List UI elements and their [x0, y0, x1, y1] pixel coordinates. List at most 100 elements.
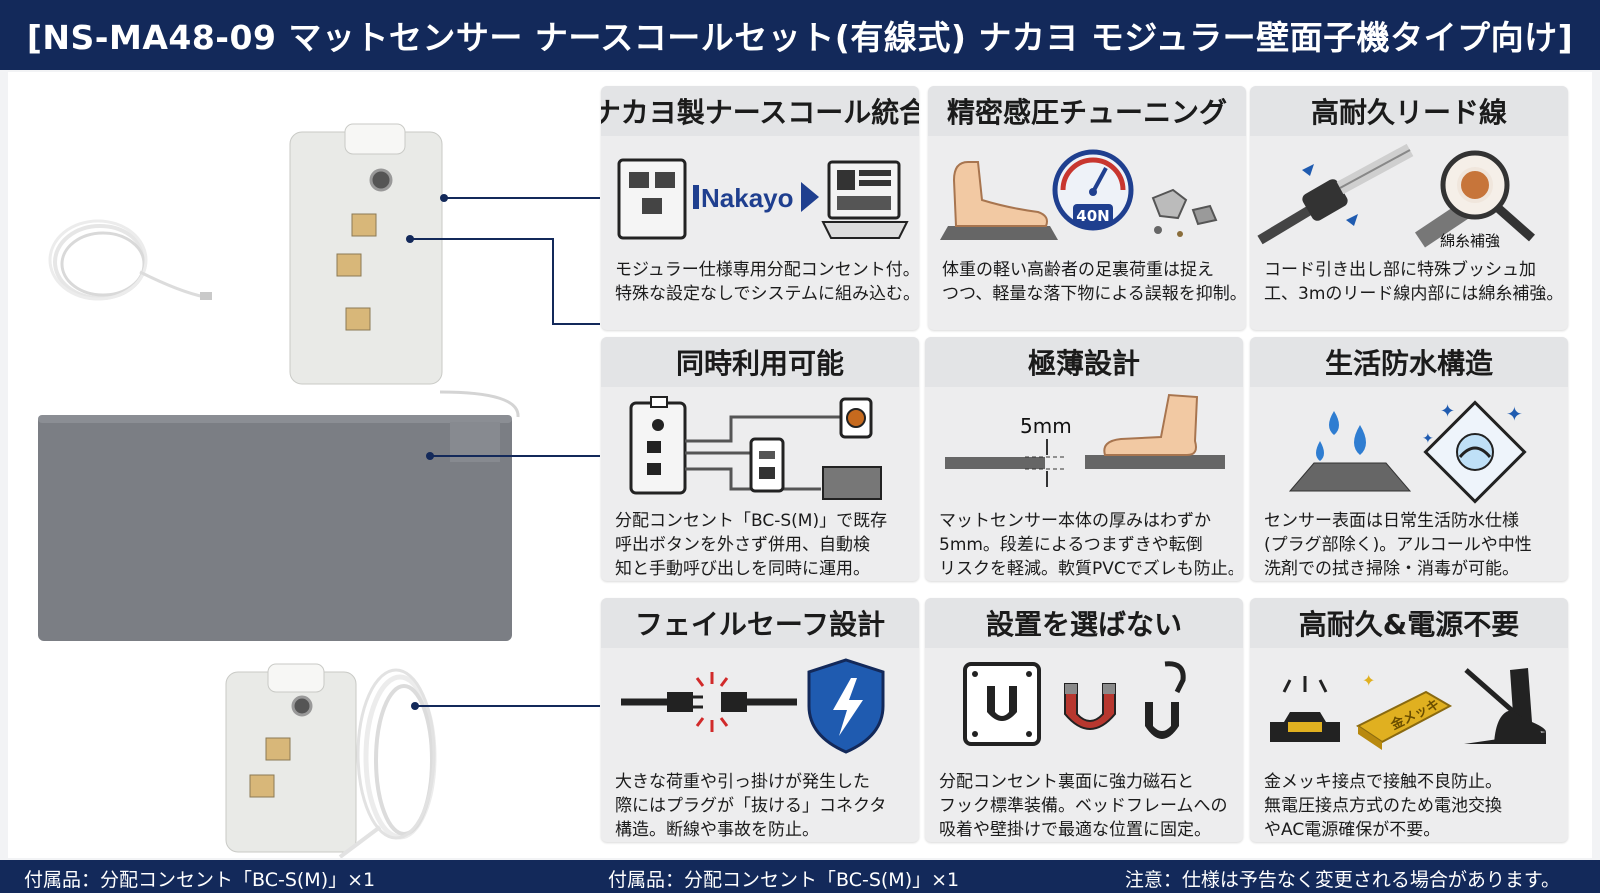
description-line: 構造。断線や事故を防止。 [615, 820, 819, 840]
mat-icon [822, 466, 882, 500]
card-title: ナカヨ製ナースコール統合 [601, 86, 919, 136]
magnifier-label: 綿糸補強 [1440, 232, 1500, 250]
description-line: 呼出ボタンを外さず併用、自動検 [615, 535, 870, 555]
distribution-outlet-photo-top [289, 123, 443, 385]
foot-press-icon [1464, 668, 1546, 744]
footer-bar: 付属品：分配コンセント「BC-S(M)」×1 付属品：分配コンセント「BC-S(… [0, 860, 1600, 893]
card-title: 極薄設計 [925, 337, 1243, 387]
svg-text:✦: ✦ [1506, 402, 1523, 426]
footer-accessory-left: 付属品：分配コンセント「BC-S(M)」×1 [24, 869, 376, 891]
computer-terminal-icon [821, 160, 909, 239]
call-button-icon [839, 397, 873, 439]
card-description: 体重の軽い高齢者の足裏荷重は捉え つつ、軽量な落下物による誤報を抑制。 [942, 258, 1236, 306]
feature-card-nakayo-integration: ナカヨ製ナースコール統合 Nakayo [601, 86, 919, 330]
pressure-illustration: 40N [928, 140, 1246, 254]
description-line: 工、3mのリード線内部には綿糸補強。 [1264, 284, 1558, 304]
card-title: 精密感圧チューニング [928, 86, 1246, 136]
coiled-cord-photo [338, 668, 437, 858]
handset-icon [749, 437, 785, 493]
card-title: 高耐久&電源不要 [1250, 598, 1568, 648]
installation-illustration [925, 652, 1243, 766]
feature-card-waterproof: 生活防水構造 ✦ ✦ ✦ センサー表面は日常生活防水仕様 [1250, 337, 1568, 581]
outlet-icon [617, 158, 687, 240]
footer-notice: 注意：仕様は予告なく変更される場合があります。 [1124, 869, 1560, 891]
nakayo-illustration: Nakayo [601, 140, 919, 254]
description-line: リスクを軽減。軟質PVCでズレも防止。 [939, 559, 1233, 579]
card-title: 設置を選ばない [925, 598, 1243, 648]
description-line: 知と手動呼び出しを同時に運用。 [615, 559, 870, 579]
gauge-label: 40N [1076, 207, 1109, 225]
card-title: 高耐久リード線 [1250, 86, 1568, 136]
description-line: 5mm。段差によるつまずきや転倒 [939, 535, 1203, 555]
description-line: コード引き出し部に特殊ブッシュ加 [1264, 260, 1536, 280]
description-line: フック標準装備。ベッドフレームへの [939, 796, 1228, 816]
card-title: フェイルセーフ設計 [601, 598, 919, 648]
page-title: [NS-MA48-09 マットセンサー ナースコールセット(有線式) ナカヨ モ… [26, 18, 1574, 57]
description-line: 体重の軽い高齢者の足裏荷重は捉え [942, 260, 1214, 280]
card-description: 分配コンセント裏面に強力磁石と フック標準装備。ベッドフレームへの 吸着や壁掛け… [939, 770, 1233, 842]
feature-card-simultaneous-use: 同時利用可能 [601, 337, 919, 581]
hook-icon [1145, 661, 1186, 739]
contact-icon [1270, 676, 1340, 742]
foot-on-mat-icon [940, 161, 1058, 240]
cable-bushing-icon [1257, 143, 1414, 245]
footer-accessory-center: 付属品：分配コンセント「BC-S(M)」×1 [608, 869, 960, 891]
card-description: 大きな荷重や引っ掛けが発生した 際にはプラグが「抜ける」コネクタ 構造。断線や事… [615, 770, 909, 842]
outlet-box-icon [629, 396, 687, 495]
arrow-right-icon [801, 182, 819, 212]
description-line: 無電圧接点方式のため電池交換 [1264, 796, 1502, 816]
description-line: センサー表面は日常生活防水仕様 [1264, 511, 1519, 531]
description-line: 分配コンセント裏面に強力磁石と [939, 772, 1194, 792]
lead-wire-illustration: 綿糸補強 [1250, 140, 1568, 254]
mat-sensor-photo [38, 415, 512, 641]
unplugging-connector-icon [621, 672, 797, 732]
description-line: 大きな荷重や引っ掛けが発生した [615, 772, 870, 792]
card-description: モジュラー仕様専用分配コンセント付。 特殊な設定なしでシステムに組み込む。 [615, 258, 909, 306]
card-description: コード引き出し部に特殊ブッシュ加 工、3mのリード線内部には綿糸補強。 [1264, 258, 1558, 306]
svg-text:✦: ✦ [1422, 431, 1434, 447]
card-title: 生活防水構造 [1250, 337, 1568, 387]
feature-card-durable-no-power: 高耐久&電源不要 金メッキ ✦ [1250, 598, 1568, 842]
feature-card-lead-wire: 高耐久リード線 綿糸補強 [1250, 86, 1568, 330]
card-title: 同時利用可能 [601, 337, 919, 387]
shield-icon [807, 658, 885, 754]
feature-card-pressure-tuning: 精密感圧チューニング 40N [928, 86, 1246, 330]
description-line: 分配コンセント「BC-S(M)」で既存 [615, 511, 888, 531]
gauge-icon: 40N [1052, 149, 1134, 231]
description-line: 際にはプラグが「抜ける」コネクタ [615, 796, 887, 816]
description-line: (プラグ部除く)。アルコールや中性 [1264, 535, 1532, 555]
waterproof-illustration: ✦ ✦ ✦ [1250, 391, 1568, 505]
feature-card-flexible-installation: 設置を選ばない 分配コン [925, 598, 1243, 842]
mat-surface-icon [1288, 462, 1412, 492]
coiled-cable-photo [48, 219, 212, 301]
description-line: マットセンサー本体の厚みはわずか [939, 511, 1211, 531]
fail-safe-illustration [601, 652, 919, 766]
card-description: マットセンサー本体の厚みはわずか 5mm。段差によるつまずきや転倒 リスクを軽減… [939, 509, 1233, 581]
magnet-plate-icon [963, 662, 1041, 746]
water-drop-icon [1316, 411, 1366, 461]
distribution-outlet-photo-bottom [225, 663, 357, 853]
svg-text:✦: ✦ [1440, 401, 1455, 422]
description-line: つつ、軽量な落下物による誤報を抑制。 [942, 284, 1236, 304]
description-line: 金メッキ接点で接触不良防止。 [1264, 772, 1502, 792]
foot-on-mat-icon [1085, 393, 1225, 469]
description-line: モジュラー仕様専用分配コンセント付。 [615, 260, 909, 280]
thickness-label: 5mm [1020, 414, 1072, 438]
card-description: 金メッキ接点で接触不良防止。 無電圧接点方式のため電池交換 やAC電源確保が不要… [1264, 770, 1558, 842]
magnifier-icon [1415, 150, 1535, 248]
thin-design-illustration: 5mm [925, 391, 1243, 505]
callout-lines [410, 197, 600, 707]
card-description: 分配コンセント「BC-S(M)」で既存 呼出ボタンを外さず併用、自動検 知と手動… [615, 509, 909, 581]
description-line: 洗剤での拭き掃除・消毒が可能。 [1264, 559, 1519, 579]
svg-text:✦: ✦ [1362, 671, 1375, 690]
nakayo-logo: Nakayo [701, 183, 794, 213]
card-description: センサー表面は日常生活防水仕様 (プラグ部除く)。アルコールや中性 洗剤での拭き… [1264, 509, 1558, 581]
simultaneous-use-illustration [601, 391, 919, 505]
mat-cross-section [945, 457, 1045, 469]
description-line: 特殊な設定なしでシステムに組み込む。 [615, 284, 909, 304]
description-line: やAC電源確保が不要。 [1264, 820, 1441, 840]
page-title-banner: [NS-MA48-09 マットセンサー ナースコールセット(有線式) ナカヨ モ… [0, 0, 1600, 70]
description-line: 吸着や壁掛けで最適な位置に固定。 [939, 820, 1211, 840]
wipe-cleaning-icon [1423, 400, 1527, 504]
